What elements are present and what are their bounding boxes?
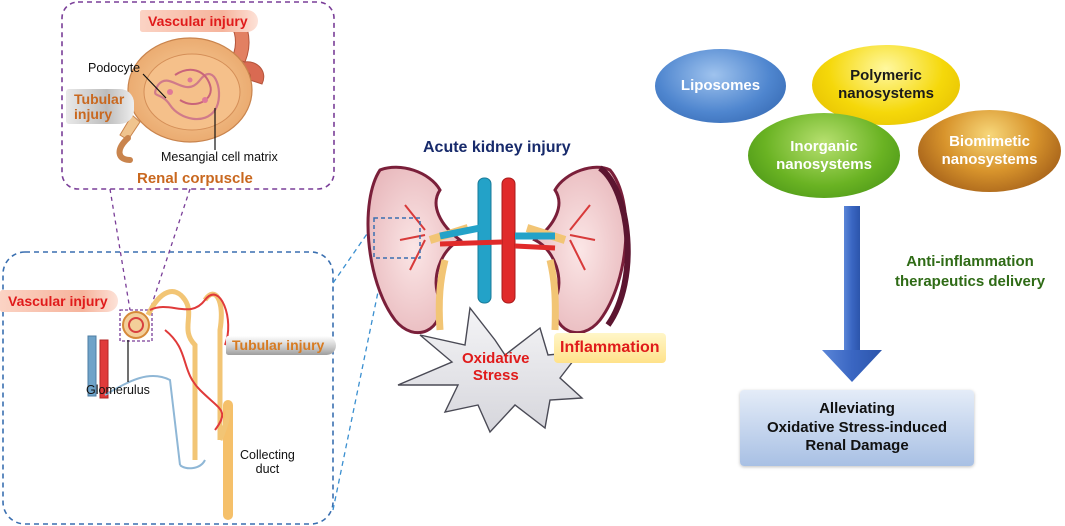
connector-line (149, 188, 191, 311)
delivery-line1: Anti-inflammation (906, 253, 1034, 270)
polymeric-nanosystems-ellipse: Polymeric nanosystems (812, 45, 960, 125)
tubular-injury-label-corpuscle: Tubular injury (66, 89, 135, 125)
oxidative-stress-label: Oxidative Stress (462, 350, 530, 385)
inorganic-nanosystems-ellipse: Inorganic nanosystems (748, 113, 900, 198)
biomimetic-nanosystems-ellipse: Biomimetic nanosystems (918, 110, 1061, 192)
kidney-illustration (366, 165, 631, 334)
liposomes-label: Liposomes (680, 77, 761, 94)
inflammation-label: Inflammation (554, 333, 666, 364)
biomimetic-line2: nanosystems (941, 151, 1038, 168)
collecting-line1: Collecting (240, 448, 295, 462)
alleviating-outcome-box: Alleviating Oxidative Stress-induced Ren… (740, 390, 974, 466)
oxidative-line1: Oxidative (462, 350, 530, 367)
delivery-arrow (822, 206, 882, 382)
vascular-injury-label-corpuscle: Vascular injury (140, 10, 258, 33)
polymeric-line1: Polymeric (850, 67, 922, 84)
collecting-duct-label: Collecting duct (240, 448, 295, 477)
renal-corpuscle-illustration (116, 14, 265, 163)
oxidative-line2: Stress (472, 367, 519, 385)
nephron-illustration (87, 289, 233, 520)
nephron-box (2, 251, 334, 525)
renal-corpuscle-title: Renal corpuscle (137, 170, 253, 187)
mesangial-label: Mesangial cell matrix (161, 150, 278, 164)
collecting-line2: duct (255, 462, 280, 477)
glomerulus-label: Glomerulus (86, 383, 150, 397)
acute-kidney-injury-title: Acute kidney injury (423, 139, 571, 156)
inorganic-line2: nanosystems (776, 155, 872, 173)
vascular-injury-label-nephron: Vascular injury (0, 290, 118, 313)
anti-inflammation-delivery-label: Anti-inflammation therapeutics delivery (895, 252, 1045, 291)
tubular-injury-line1: Tubular (74, 91, 125, 107)
outcome-line1: Alleviating (819, 399, 895, 417)
tubular-injury-label-nephron: Tubular injury (226, 336, 337, 356)
polymeric-line2: nanosystems (838, 85, 934, 102)
delivery-line2: therapeutics delivery (895, 272, 1046, 290)
renal-corpuscle-box (61, 1, 335, 190)
outcome-line3: Renal Damage (805, 437, 909, 455)
podocyte-label: Podocyte (88, 61, 141, 75)
outcome-line2: Oxidative Stress-induced (766, 418, 948, 436)
tubular-injury-line2: injury (74, 105, 113, 122)
liposomes-ellipse: Liposomes (655, 49, 786, 123)
connector-line (332, 257, 386, 511)
podocyte-pointer (142, 73, 167, 99)
inorganic-line1: Inorganic (790, 137, 858, 155)
biomimetic-line1: Biomimetic (949, 133, 1030, 150)
